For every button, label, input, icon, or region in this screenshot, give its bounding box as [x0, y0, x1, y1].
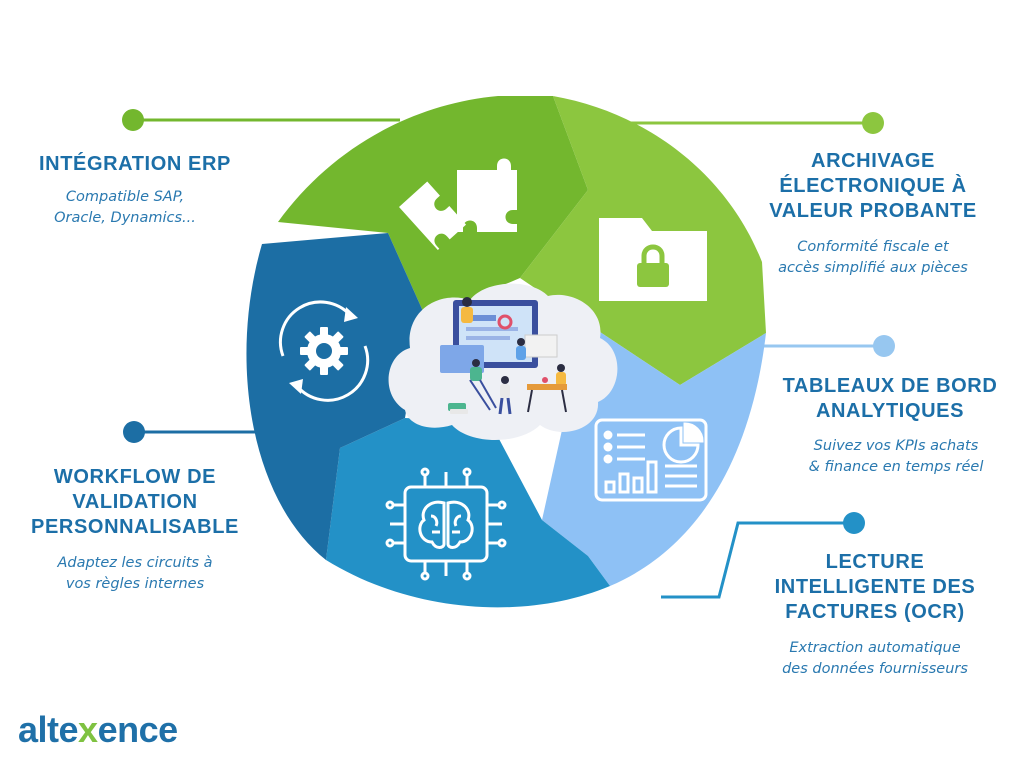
title-archive: ARCHIVAGE ÉLECTRONIQUE À VALEUR PROBANTE — [738, 149, 1008, 224]
desc-erp: Compatible SAP, Oracle, Dynamics... — [5, 187, 245, 229]
title-ocr-line-1: LECTURE — [825, 551, 925, 573]
desc-ocr-line-1: Extraction automatique — [789, 640, 961, 656]
connector-erp — [122, 109, 400, 131]
desc-erp-line-1: Compatible SAP, — [65, 189, 185, 205]
desc-dashboard-line-1: Suivez vos KPIs achats — [813, 438, 979, 454]
title-archive-line-2: ÉLECTRONIQUE À — [779, 175, 967, 197]
desc-archive-line-1: Conformité fiscale et — [797, 239, 949, 255]
center-illustration — [388, 283, 618, 440]
desc-dashboard-line-2: & finance en temps réel — [808, 459, 984, 475]
desc-archive-line-2: accès simplifié aux pièces — [778, 260, 968, 276]
ai-brain-chip-icon — [385, 467, 507, 581]
desc-erp-line-2: Oracle, Dynamics... — [54, 210, 196, 226]
desc-workflow-line-1: Adaptez les circuits à — [57, 555, 213, 571]
desc-ocr-line-2: des données fournisseurs — [782, 661, 968, 677]
title-dashboard-line-2: ANALYTIQUES — [815, 400, 965, 422]
title-workflow-line-3: PERSONNALISABLE — [31, 516, 239, 538]
title-ocr-line-2: INTELLIGENTE DES — [774, 576, 976, 598]
title-archive-line-3: VALEUR PROBANTE — [769, 200, 977, 222]
brand-logo-x: x — [78, 709, 98, 750]
brand-logo: altexence — [18, 708, 178, 752]
title-archive-line-1: ARCHIVAGE — [811, 150, 935, 172]
title-workflow-line-2: VALIDATION — [72, 491, 198, 513]
title-ocr-line-3: FACTURES (OCR) — [785, 601, 965, 623]
title-workflow: WORKFLOW DE VALIDATION PERSONNALISABLE — [10, 465, 260, 540]
connector-dashboard — [748, 335, 895, 357]
desc-workflow: Adaptez les circuits à vos règles intern… — [10, 553, 260, 595]
gear-cycle-icon — [278, 300, 370, 402]
locked-folder-icon — [599, 218, 707, 301]
title-workflow-line-1: WORKFLOW DE — [53, 466, 217, 488]
dashboard-icon — [594, 418, 708, 502]
desc-ocr: Extraction automatique des données fourn… — [740, 638, 1010, 680]
connector-archive — [610, 112, 884, 134]
brand-logo-part-2: ence — [97, 709, 179, 750]
desc-archive: Conformité fiscale et accès simplifié au… — [738, 237, 1008, 279]
title-dashboard: TABLEAUX DE BORD ANALYTIQUES — [756, 374, 1024, 424]
title-ocr: LECTURE INTELLIGENTE DES FACTURES (OCR) — [740, 550, 1010, 625]
brand-logo-part-1: alte — [18, 709, 79, 750]
title-dashboard-line-1: TABLEAUX DE BORD — [782, 375, 998, 397]
connector-ocr — [661, 512, 865, 599]
desc-workflow-line-2: vos règles internes — [65, 576, 205, 592]
title-erp: INTÉGRATION ERP — [39, 153, 231, 175]
desc-dashboard: Suivez vos KPIs achats & finance en temp… — [762, 436, 1024, 478]
puzzle-icon — [399, 158, 517, 251]
